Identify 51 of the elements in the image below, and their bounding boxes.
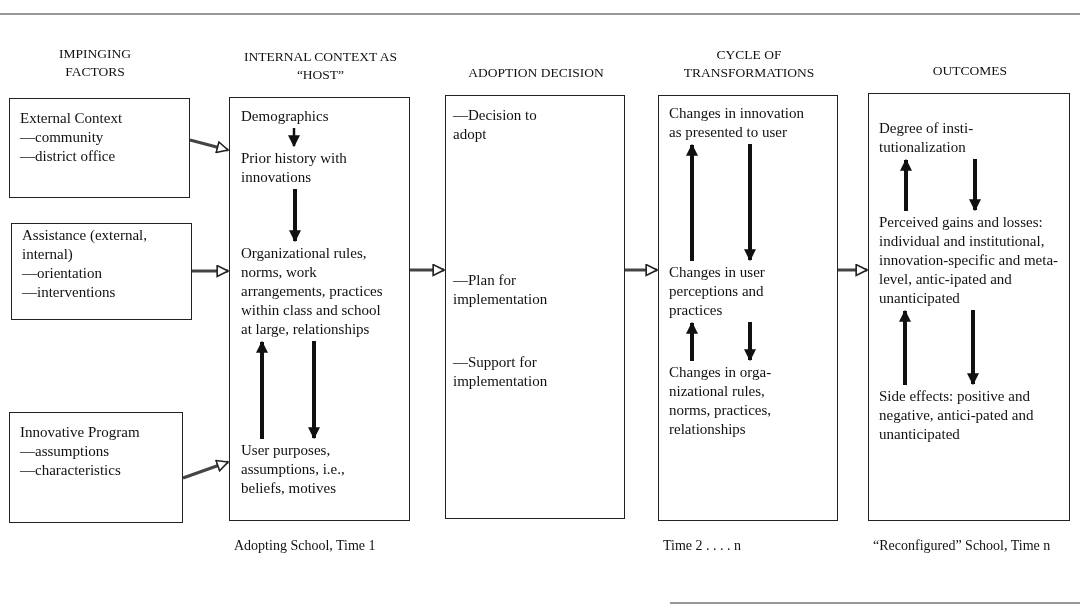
column-heading: IMPINGING FACTORS [58,45,132,81]
arrow [744,322,756,362]
column-heading: OUTCOMES [931,62,1009,80]
arrow [744,144,756,262]
arrow [182,459,229,480]
column-heading: ADOPTION DECISION [467,64,605,82]
list-item: —characteristics [20,461,122,480]
stage-text: Degree of insti-tutionalization [879,119,1019,157]
arrow [625,263,658,277]
arrow [686,321,698,361]
stage-text: Changes in user perceptions and practices [669,263,809,320]
arrow [289,189,301,243]
stage-text: Prior history with innovations [241,149,381,187]
stage-text: Changes in orga-nizational rules, norms, practices, relationships [669,363,809,439]
column-heading: INTERNAL CONTEXT AS “HOST” [243,48,398,84]
stage-text: Perceived gains and losses: individual and institutional, innovation-specific and meta-level, antic-ipated and unanticipated [879,213,1059,308]
arrow [192,264,229,278]
list-item: —interventions [22,283,117,302]
box-title: Innovative Program [20,423,141,442]
stage-text: Side effects: positive and negative, antici-pated and unanticipated [879,387,1059,444]
stage-text: —Support for implementation [453,353,583,391]
arrow [967,310,979,386]
arrow [189,138,229,154]
arrow [900,158,912,211]
arrow [838,263,868,277]
box-title: External Context [20,109,124,128]
column-caption: “Reconfigured” School, Time n [873,537,1052,555]
stage-text: —Plan for implementation [453,271,583,309]
stage-text: Organizational rules, norms, work arrangements, practices within class and school at large, relationships [241,244,391,339]
stage-text: User purposes, assumptions, i.e., beliefs, motives [241,441,391,498]
list-item: —orientation [22,264,103,283]
column-caption: Time 2 . . . . n [663,537,743,555]
stage-text: Demographics [241,107,391,126]
stage-text: —Decision to adopt [453,106,573,144]
arrow [256,340,268,439]
factor-box [9,412,183,523]
arrow [899,309,911,385]
arrow [969,159,981,212]
column-caption: Adopting School, Time 1 [234,537,377,555]
arrow [308,341,320,440]
box-title: Assistance (external, internal) [22,226,148,264]
stage-text: Changes in innovation as presented to user [669,104,809,142]
list-item: —community [20,128,105,147]
arrow [686,143,698,261]
list-item: —assumptions [20,442,111,461]
factor-box [11,223,192,320]
arrow [288,128,300,148]
arrow [410,263,445,277]
list-item: —district office [20,147,117,166]
factor-box [9,98,190,198]
column-heading: CYCLE OF TRANSFORMATIONS [682,46,816,82]
